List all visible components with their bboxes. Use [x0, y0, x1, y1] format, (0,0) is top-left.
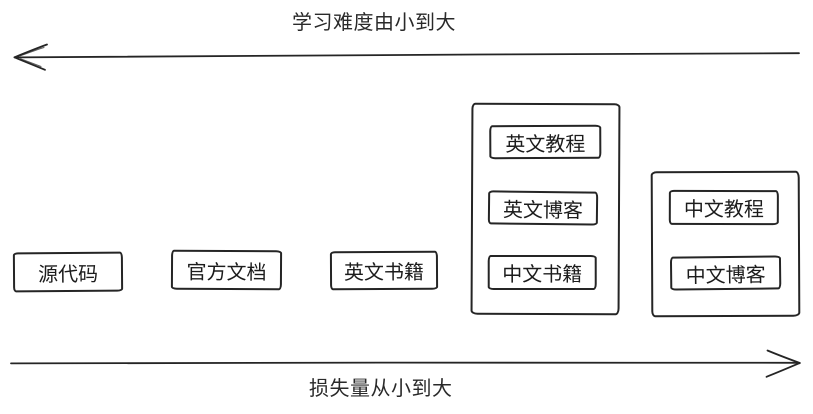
- box-official-docs-label: 官方文档: [186, 261, 267, 284]
- box-source-code: 源代码: [12, 251, 124, 293]
- box-chinese-blogs: 中文博客: [669, 255, 782, 291]
- box-source-code-label: 源代码: [37, 263, 99, 286]
- box-english-tutorials: 英文教程: [489, 124, 602, 160]
- box-english-blogs-label: 英文博客: [502, 199, 584, 222]
- box-chinese-tutorials: 中文教程: [668, 189, 779, 226]
- box-chinese-books: 中文书籍: [487, 254, 597, 291]
- box-english-books-label: 英文书籍: [343, 261, 425, 285]
- box-english-blogs: 英文博客: [487, 190, 599, 226]
- box-english-tutorials-label: 英文教程: [505, 133, 586, 156]
- group-english-resources: 英文教程 英文博客 中文书籍: [470, 102, 621, 316]
- box-official-docs: 官方文档: [170, 249, 283, 291]
- arrow-right-icon: [10, 349, 801, 378]
- group-chinese-resources: 中文教程 中文博客: [650, 170, 801, 318]
- box-chinese-tutorials-label: 中文教程: [683, 198, 764, 222]
- box-english-books: 英文书籍: [329, 250, 439, 291]
- box-chinese-blogs-label: 中文博客: [685, 264, 766, 287]
- box-chinese-books-label: 中文书籍: [502, 263, 583, 287]
- top-axis-label: 学习难度由小到大: [292, 12, 456, 34]
- bottom-axis-label: 损失量从小到大: [309, 378, 453, 400]
- arrow-left-icon: [13, 43, 800, 71]
